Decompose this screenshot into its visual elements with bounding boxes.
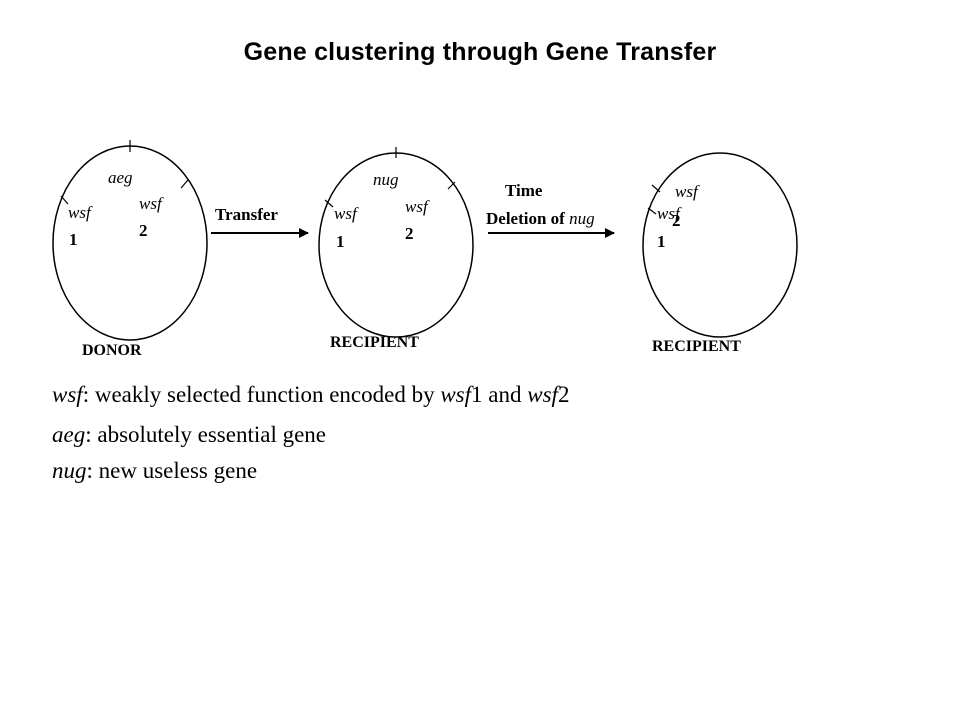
legend-text-wsf-2: 2: [558, 382, 570, 407]
time-label: Time: [505, 181, 543, 200]
donor-gene-wsf-1: wsf: [68, 203, 93, 222]
legend-term-wsf-1: wsf: [440, 382, 474, 407]
donor-gene-wsf-2: wsf: [139, 194, 164, 213]
legend-line-aeg: aeg: absolutely essential gene: [52, 422, 326, 447]
slide-title: Gene clustering through Gene Transfer: [243, 38, 717, 66]
legend-line-wsf: wsf: weakly selected function encoded by…: [52, 382, 569, 407]
transfer-arrow: Transfer: [211, 205, 309, 238]
recipient-1-tick-left: [324, 199, 334, 208]
legend-text-nug: : new useless gene: [87, 458, 258, 483]
donor-number-1: 1: [69, 230, 78, 249]
recipient-2-gene-wsf-1: wsf: [675, 182, 700, 201]
transfer-label: Transfer: [215, 205, 278, 224]
legend-text-wsf-1: 1 and: [471, 382, 527, 407]
recipient-1-gene-wsf-1: wsf: [334, 204, 359, 223]
legend-term-aeg: aeg: [52, 422, 85, 447]
legend-text-wsf: : weakly selected function encoded by: [83, 382, 441, 407]
deletion-arrow: Time Deletion of nug: [486, 181, 615, 238]
deletion-gene: nug: [569, 209, 595, 228]
recipient-2-label: RECIPIENT: [652, 338, 741, 355]
donor-number-2: 2: [139, 221, 148, 240]
legend-term-wsf-2: wsf: [527, 382, 561, 407]
recipient-1-number-1: 1: [336, 232, 345, 251]
donor-cell: aeg wsf wsf 1 2 DONOR: [52, 140, 208, 359]
legend-line-nug: nug: new useless gene: [52, 458, 257, 483]
donor-label: DONOR: [82, 342, 142, 359]
recipient-2-tick-1: [651, 184, 661, 193]
recipient-cell-1: nug wsf wsf 1 2 RECIPIENT: [318, 147, 474, 351]
deletion-label: Deletion of nug: [486, 209, 595, 228]
donor-gene-aeg: aeg: [108, 168, 133, 187]
recipient-1-number-2: 2: [405, 224, 414, 243]
recipient-2-cell-circle: [642, 152, 798, 338]
donor-tick-left: [60, 195, 69, 205]
recipient-2-number-1: 1: [657, 232, 666, 251]
legend-term-wsf: wsf: [52, 382, 86, 407]
legend-text-aeg: : absolutely essential gene: [85, 422, 326, 447]
recipient-2-number-2: 2: [672, 211, 681, 230]
deletion-prefix: Deletion of: [486, 209, 569, 228]
donor-tick-right: [180, 179, 189, 189]
legend: wsf: weakly selected function encoded by…: [52, 382, 569, 483]
legend-term-nug: nug: [52, 458, 87, 483]
recipient-1-gene-wsf-2: wsf: [405, 197, 430, 216]
recipient-cell-2: wsf wsf 2 1 RECIPIENT: [642, 152, 798, 355]
recipient-2-tick-2: [647, 207, 657, 215]
recipient-1-gene-nug: nug: [373, 170, 399, 189]
recipient-2-gene-wsf-2: wsf: [657, 204, 682, 223]
recipient-1-label: RECIPIENT: [330, 334, 419, 351]
recipient-1-tick-right: [447, 181, 456, 190]
